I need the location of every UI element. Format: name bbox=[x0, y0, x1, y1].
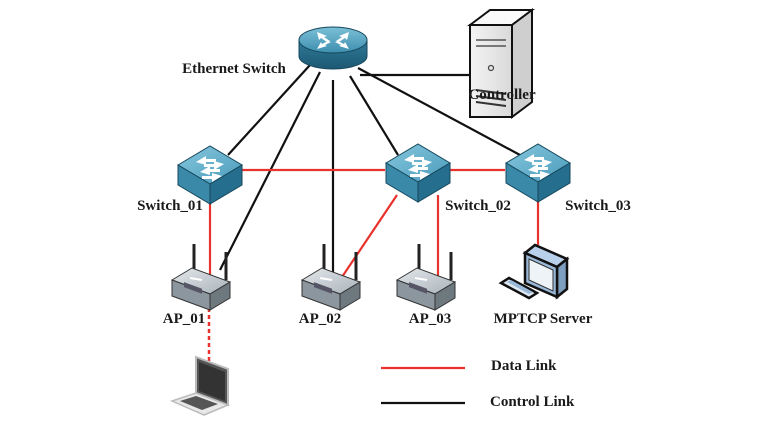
label-switch-01: Switch_01 bbox=[137, 198, 203, 214]
switch-icon[interactable] bbox=[505, 143, 571, 203]
switch-icon[interactable] bbox=[177, 145, 243, 205]
wireless-access-point-icon[interactable] bbox=[170, 244, 232, 311]
workstation-icon[interactable] bbox=[498, 243, 570, 300]
label-ethernet-switch: Ethernet Switch bbox=[182, 61, 286, 77]
wireless-access-point-icon[interactable] bbox=[300, 244, 362, 311]
link-ethernet-switch-switch-01 bbox=[227, 64, 311, 156]
label-mptcp-server: MPTCP Server bbox=[493, 311, 593, 327]
data-links bbox=[207, 168, 540, 368]
wireless-access-point-icon[interactable] bbox=[395, 244, 457, 311]
legend-data-link-label: Data Link bbox=[491, 358, 557, 374]
laptop-icon[interactable] bbox=[169, 355, 231, 416]
legend-control-link-label: Control Link bbox=[490, 394, 575, 410]
server-tower-icon[interactable] bbox=[467, 8, 535, 119]
link-ethernet-switch-switch-03 bbox=[357, 67, 521, 156]
label-ap-01: AP_01 bbox=[162, 311, 206, 327]
label-controller: Controller bbox=[468, 87, 536, 103]
link-ethernet-switch-switch-02 bbox=[349, 75, 399, 156]
router-icon[interactable] bbox=[298, 26, 368, 70]
label-switch-03: Switch_03 bbox=[565, 198, 631, 214]
label-switch-02: Switch_02 bbox=[445, 198, 511, 214]
link-switch-02-ap-02 bbox=[339, 194, 398, 281]
label-ap-02: AP_02 bbox=[298, 311, 342, 327]
label-ap-03: AP_03 bbox=[408, 311, 452, 327]
switch-icon[interactable] bbox=[385, 143, 451, 203]
